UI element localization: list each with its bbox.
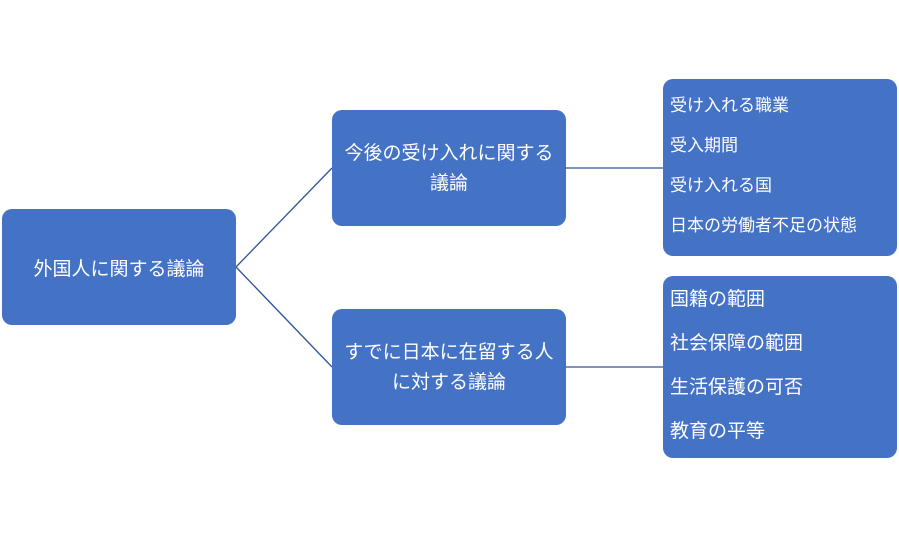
branch-node-future-acceptance: 今後の受け入れに関する議論	[332, 110, 566, 226]
leaf-item: 受入期間	[670, 136, 738, 156]
branch-node-current-residents: すでに日本に在留する人に対する議論	[332, 309, 566, 425]
leaf-item: 日本の労働者不足の状態	[670, 216, 857, 236]
branch-node-label: すでに日本に在留する人に対する議論	[344, 341, 554, 393]
leaf-item: 生活保護の可否	[670, 376, 804, 398]
leaf-list-future-acceptance: 受け入れる職業 受入期間 受け入れる国 日本の労働者不足の状態	[663, 79, 897, 256]
root-node-label: 外国人に関する議論	[33, 257, 205, 280]
leaf-list-current-residents: 国籍の範囲 社会保障の範囲 生活保護の可否 教育の平等	[663, 276, 897, 458]
leaf-item: 社会保障の範囲	[670, 332, 804, 354]
leaf-item: 受け入れる職業	[670, 96, 789, 116]
leaf-item: 教育の平等	[670, 420, 766, 442]
leaf-item: 国籍の範囲	[670, 288, 766, 310]
branch-node-label: 今後の受け入れに関する議論	[344, 142, 554, 194]
root-node: 外国人に関する議論	[2, 209, 236, 325]
connector-root-to-branch-1	[235, 167, 333, 268]
connector-root-to-branch-2	[235, 266, 333, 368]
leaf-item: 受け入れる国	[670, 176, 772, 196]
